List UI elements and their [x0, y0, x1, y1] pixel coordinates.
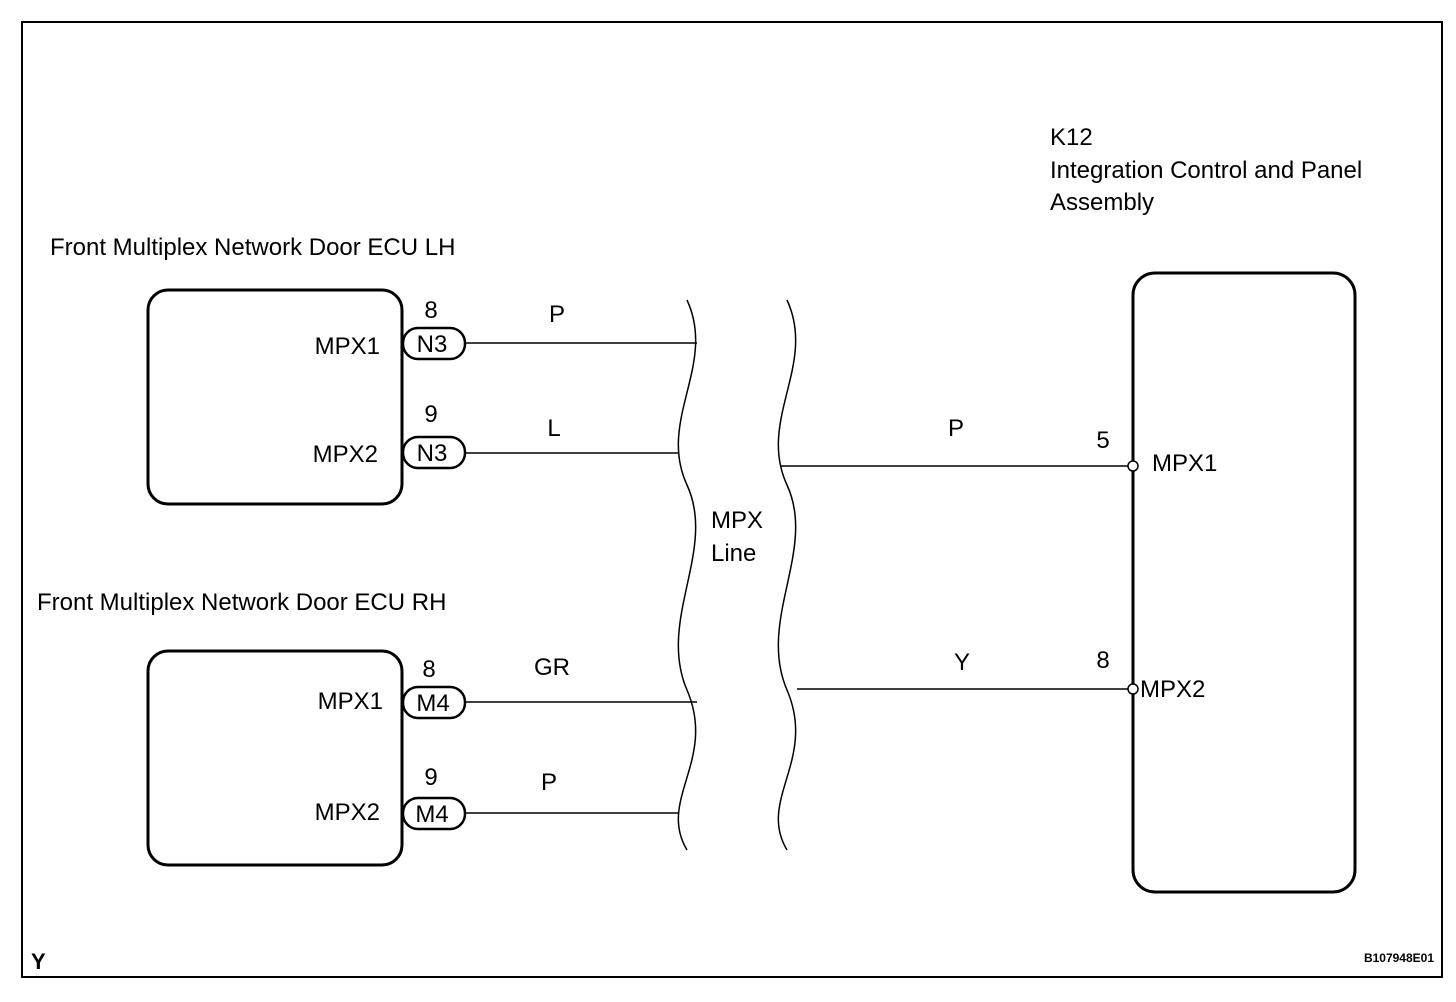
- ecu-lh-box: [146, 288, 404, 506]
- ecu-rh-mpx1-connector-code: M4: [416, 690, 449, 717]
- figure-code: B107948E01: [1364, 951, 1434, 965]
- mpx-line-right-wave: [777, 299, 797, 851]
- mpx-line-left-wave: [677, 299, 697, 851]
- ecu-rh-mpx1-label: MPX1: [318, 688, 383, 715]
- ecu-lh-mpx2-wire-color: L: [547, 415, 560, 442]
- ecu-lh-title: Front Multiplex Network Door ECU LH: [50, 234, 455, 261]
- k12-mpx2-wire-color: Y: [954, 649, 970, 676]
- k12-mpx2-pin: 8: [1096, 647, 1109, 674]
- k12-box: [1131, 271, 1357, 894]
- mpx-line-label-1: MPX: [711, 507, 763, 534]
- ecu-lh-mpx1-wire-color: P: [549, 301, 565, 328]
- ecu-lh-mpx2-pin: 9: [424, 401, 437, 428]
- k12-mpx1-label: MPX1: [1152, 450, 1217, 477]
- ecu-rh-mpx2-connector-code: M4: [415, 801, 448, 828]
- ecu-rh-mpx2-wire-color: P: [541, 769, 557, 796]
- k12-code: K12: [1050, 124, 1093, 151]
- ecu-rh-mpx1-pin: 8: [422, 656, 435, 683]
- ecu-rh-mpx2-pin: 9: [424, 764, 437, 791]
- diagram-frame: [21, 21, 1443, 978]
- ecu-lh-mpx1-label: MPX1: [315, 333, 380, 360]
- corner-letter: Y: [31, 949, 46, 974]
- k12-mpx1-wire-color: P: [948, 415, 964, 442]
- k12-name-line1: Integration Control and Panel: [1050, 157, 1362, 184]
- k12-mpx1-pin: 5: [1096, 427, 1109, 454]
- ecu-rh-mpx1-wire-color: GR: [534, 654, 570, 681]
- mpx-line-label-2: Line: [711, 540, 756, 567]
- ecu-rh-title: Front Multiplex Network Door ECU RH: [37, 589, 446, 616]
- k12-name-line2: Assembly: [1050, 189, 1154, 216]
- ecu-rh-mpx2-label: MPX2: [315, 799, 380, 826]
- ecu-lh-mpx2-connector-code: N3: [417, 440, 448, 467]
- ecu-lh-mpx2-label: MPX2: [313, 441, 378, 468]
- k12-mpx2-terminal: [1127, 683, 1139, 695]
- k12-mpx1-terminal: [1127, 460, 1139, 472]
- ecu-lh-mpx1-pin: 8: [424, 297, 437, 324]
- k12-mpx2-label: MPX2: [1140, 676, 1205, 703]
- ecu-lh-mpx1-connector-code: N3: [417, 331, 448, 358]
- ecu-rh-box: [146, 649, 404, 867]
